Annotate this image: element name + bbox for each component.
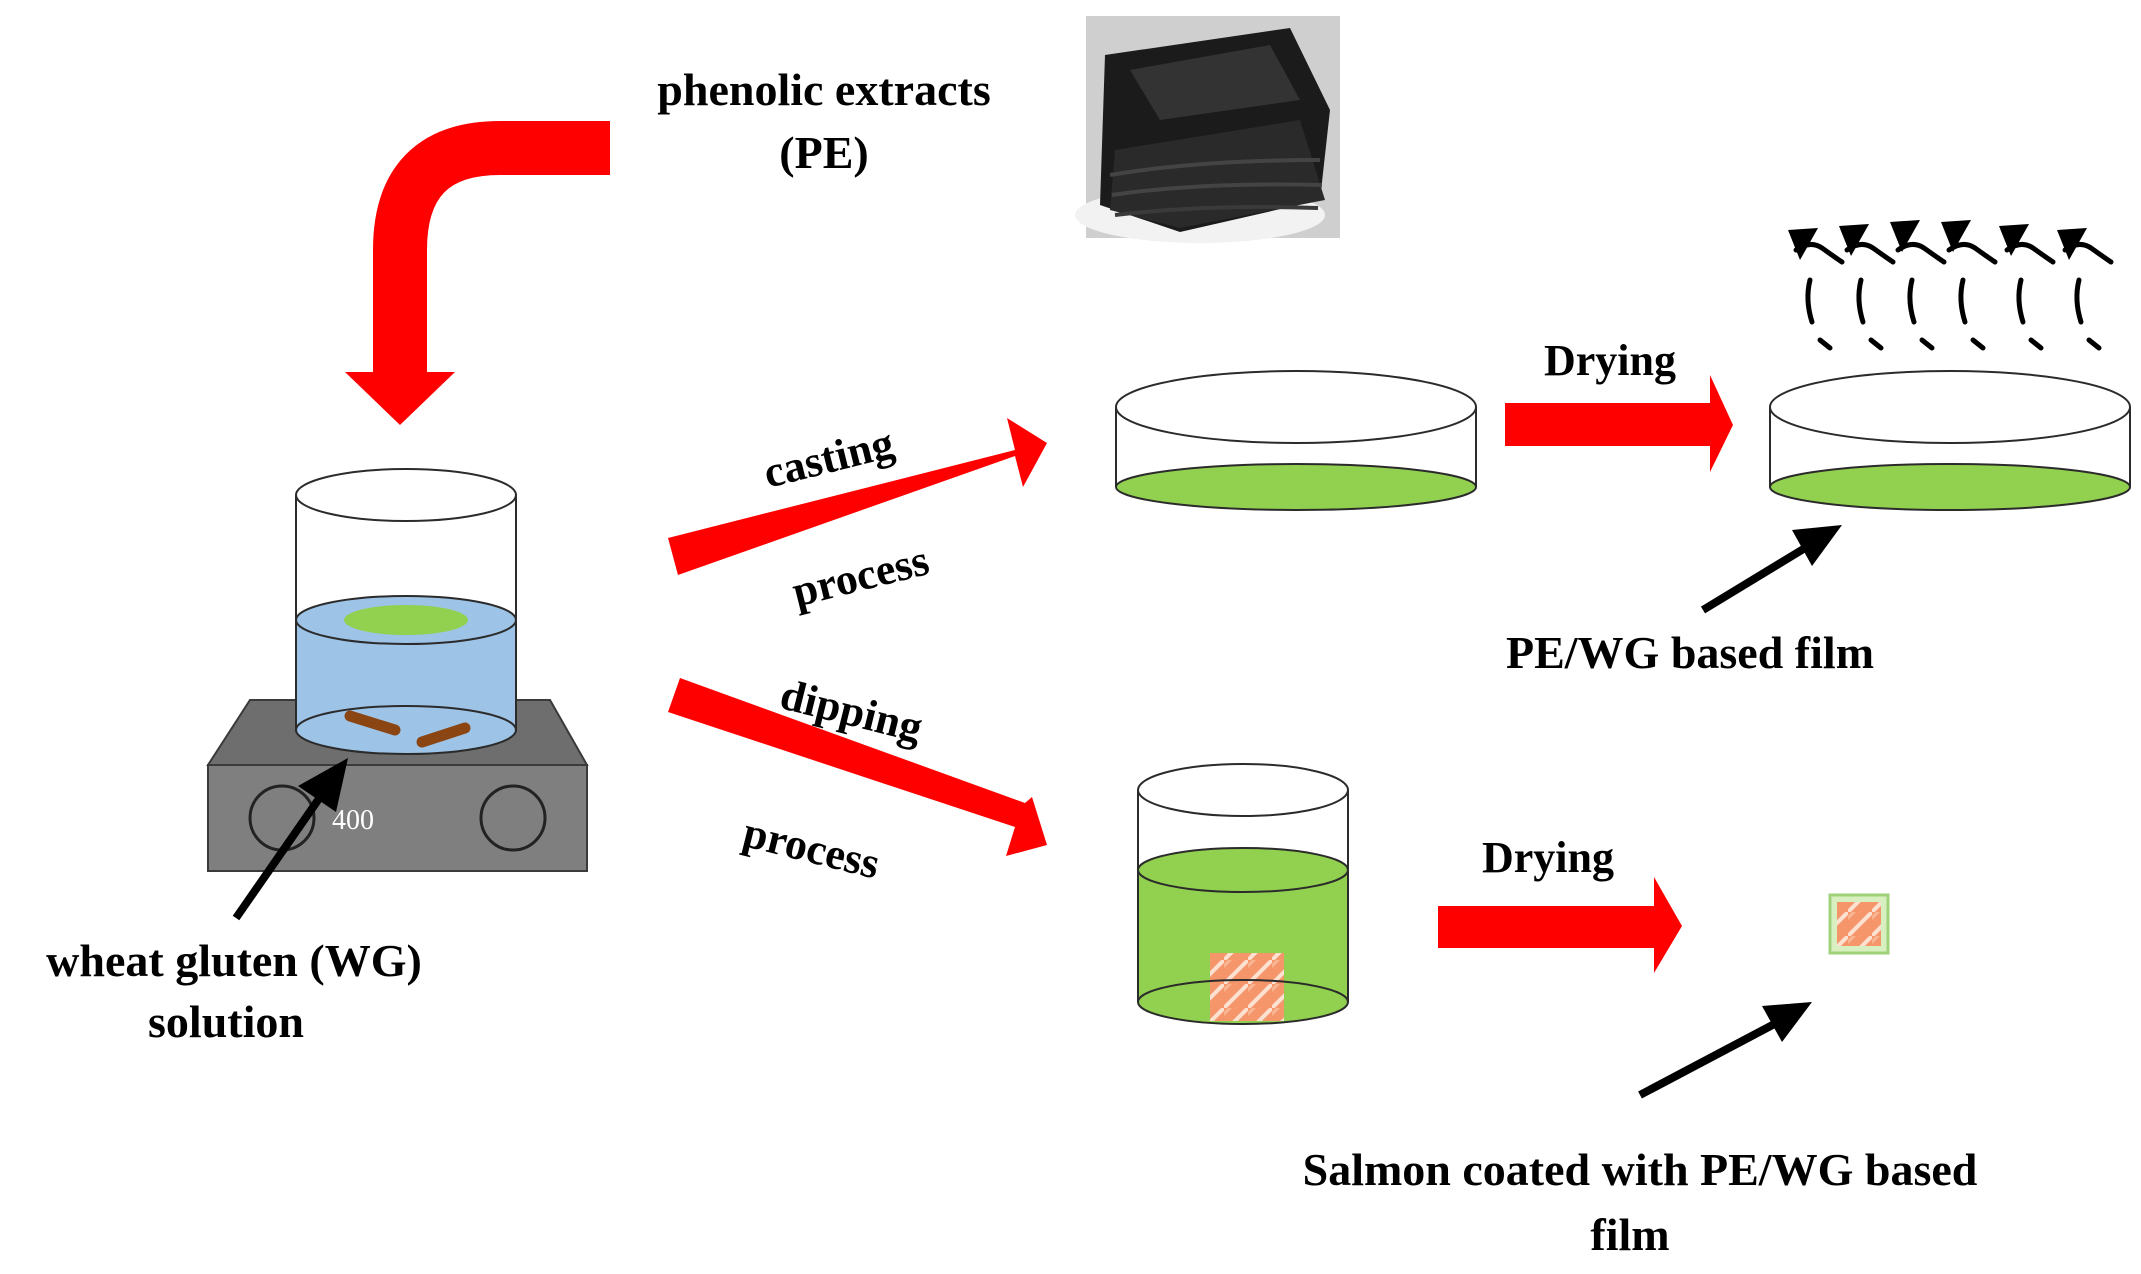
solution-label: solution: [148, 996, 304, 1047]
salmon-piece-icon: [1210, 953, 1284, 1021]
pe-drop: [344, 605, 468, 635]
casting-process-label: process: [787, 535, 933, 616]
pe-wg-film-label: PE/WG based film: [1506, 627, 1874, 678]
film-pointer-arrow: [1700, 525, 1842, 614]
stirrer-speed-readout: 400: [332, 805, 374, 836]
beaker-wg-solution: [295, 468, 517, 755]
salmon-film-label: film: [1590, 1209, 1669, 1260]
drying-label-top: Drying: [1544, 336, 1676, 385]
petri-dish-dried-film: [1769, 370, 2131, 511]
pe-addition-arrow: [345, 121, 610, 425]
seaweed-image: [1075, 16, 1340, 243]
drying-arrow-top: [1505, 375, 1733, 472]
coated-salmon-icon: [1828, 893, 1890, 955]
beaker-dipping: [1137, 763, 1349, 1025]
stirrer-knob-right: [479, 784, 547, 852]
petri-dish-casting: [1115, 370, 1477, 511]
steam-icon: [1788, 220, 2114, 351]
casting-arrow: [668, 418, 1047, 575]
drying-arrow-bottom: [1438, 877, 1682, 973]
drying-label-bottom: Drying: [1482, 833, 1614, 882]
stir-bar: [344, 710, 401, 736]
salmon-coated-label: Salmon coated with PE/WG based: [1303, 1144, 1978, 1195]
stir-bar: [416, 722, 471, 748]
salmon-pointer-arrow: [1638, 1002, 1812, 1099]
pe-abbrev-label: (PE): [779, 127, 868, 178]
wg-pointer-arrow: [232, 758, 348, 921]
phenolic-extracts-label: phenolic extracts: [657, 64, 990, 115]
dipping-arrow: [668, 678, 1047, 856]
wg-solution-label: wheat gluten (WG): [46, 935, 422, 986]
dipping-process-label: process: [738, 807, 884, 888]
